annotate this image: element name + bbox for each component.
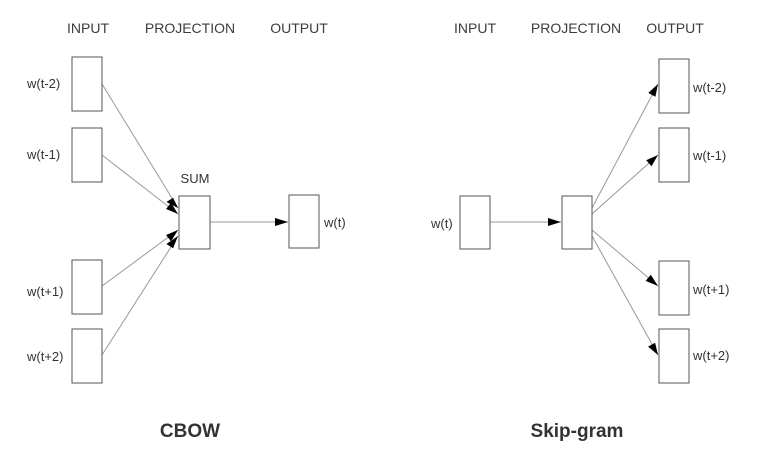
- cbow-edge-2: [101, 154, 179, 215]
- cbow-input-box-1: [71, 56, 103, 112]
- cbow-input-label-2: w(t-1): [26, 147, 60, 162]
- skipgram-output-label-1: w(t-2): [692, 80, 726, 95]
- skipgram-output-box-2: [658, 127, 690, 183]
- cbow-arrowhead-4: [166, 236, 178, 249]
- skipgram-arrowhead-1: [648, 84, 658, 97]
- cbow-arrowhead-out: [275, 218, 288, 226]
- skipgram-input-header: INPUT: [454, 20, 496, 36]
- skipgram-projection-header: PROJECTION: [531, 20, 621, 36]
- skipgram-title: Skip-gram: [531, 421, 624, 442]
- cbow-input-box-4: [71, 328, 103, 384]
- skipgram-arrowhead-2: [646, 155, 658, 167]
- skipgram-projection-box: [561, 195, 593, 250]
- skipgram-output-label-4: w(t+2): [692, 348, 729, 363]
- skipgram-input-label: w(t): [430, 216, 453, 231]
- cbow-diagram: INPUT PROJECTION OUTPUT w(t-2) w(t-1) w(…: [26, 20, 346, 442]
- skipgram-diagram: INPUT PROJECTION OUTPUT w(t) w(t-2) w(t-…: [430, 20, 729, 442]
- skipgram-output-box-4: [658, 328, 690, 384]
- skipgram-output-label-2: w(t-1): [692, 148, 726, 163]
- cbow-input-header: INPUT: [67, 20, 109, 36]
- skipgram-output-box-3: [658, 260, 690, 316]
- skipgram-edge-2: [591, 154, 659, 215]
- cbow-edge-3: [101, 229, 179, 287]
- skipgram-edge-3: [591, 229, 659, 287]
- cbow-output-box: [288, 194, 320, 249]
- skipgram-arrowhead-in: [548, 218, 561, 226]
- skipgram-arrowhead-4: [648, 342, 658, 355]
- cbow-arrowhead-3: [166, 230, 178, 242]
- cbow-sum-label: SUM: [181, 171, 210, 186]
- skipgram-output-label-3: w(t+1): [692, 282, 729, 297]
- cbow-arrowhead-2: [166, 202, 178, 214]
- skipgram-output-box-1: [658, 58, 690, 114]
- cbow-input-label-1: w(t-2): [26, 76, 60, 91]
- cbow-edge-1: [101, 83, 179, 209]
- cbow-input-box-3: [71, 259, 103, 315]
- cbow-title: CBOW: [160, 421, 220, 442]
- cbow-projection-box: [178, 195, 211, 250]
- skipgram-edge-4: [591, 235, 659, 356]
- cbow-output-label: w(t): [323, 215, 346, 230]
- cbow-output-header: OUTPUT: [270, 20, 328, 36]
- cbow-arrowhead-1: [166, 197, 178, 208]
- cbow-input-label-4: w(t+2): [26, 349, 63, 364]
- cbow-edge-4: [101, 235, 179, 356]
- skipgram-arrowhead-3: [645, 274, 658, 286]
- skipgram-edge-1: [591, 83, 659, 209]
- cbow-input-label-3: w(t+1): [26, 284, 63, 299]
- skipgram-input-box: [459, 195, 491, 250]
- skipgram-output-header: OUTPUT: [646, 20, 704, 36]
- cbow-input-box-2: [71, 127, 103, 183]
- cbow-projection-header: PROJECTION: [145, 20, 235, 36]
